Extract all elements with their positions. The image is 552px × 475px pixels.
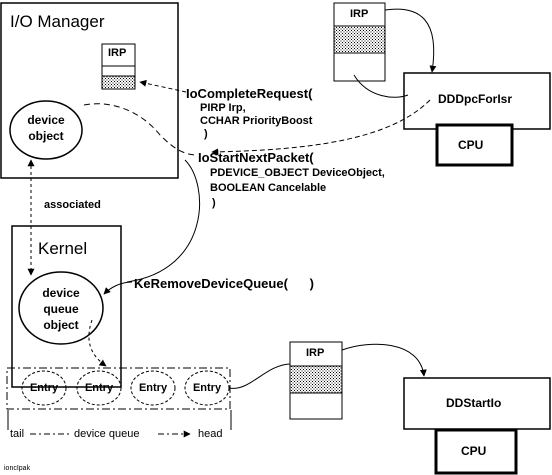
kernel-box (11, 225, 122, 388)
associated-label: associated (44, 199, 101, 211)
bottom-irp (289, 341, 343, 420)
complete-to-iomgr-arrow (139, 79, 187, 93)
kernel-title: Kernel (38, 239, 88, 258)
startnext-to-keremove-curve (126, 159, 201, 283)
queue-entry-1: Entry (29, 382, 59, 394)
device-object-to-startnext (83, 103, 199, 156)
dpc-cpu-box (435, 123, 514, 167)
irp-to-startio-arrow (341, 343, 427, 377)
footer-code: ioncIpak (4, 465, 31, 472)
top-irp-label: IRP (350, 8, 369, 20)
io-complete-request-arg2: CCHAR PriorityBoost (200, 115, 313, 127)
irp-to-dpc-arrow (384, 8, 437, 73)
io-start-next-packet-arg2: BOOLEAN Cancelable (210, 182, 327, 194)
queue-entry-3: Entry (138, 382, 168, 394)
keremove-to-queue-object-arrow (103, 281, 133, 295)
tail-label: tail (10, 428, 25, 440)
io-complete-request-close: ) (204, 128, 208, 140)
io-start-next-packet-close: ) (212, 197, 216, 209)
queue-object-to-entry-arrow (88, 319, 107, 367)
ke-remove-device-queue-label: KeRemoveDeviceQueue( ) (134, 276, 314, 291)
io-start-next-packet-name: IoStartNextPacket( (198, 150, 314, 165)
dpc-to-startnext-curve (211, 99, 431, 156)
device-object-label-1: device (27, 113, 65, 127)
io-manager-title: I/O Manager (10, 12, 105, 31)
io-manager-irp-label: IRP (108, 47, 127, 59)
device-queue-object-label-1: device (42, 286, 80, 300)
io-start-next-packet-arg1: PDEVICE_OBJECT DeviceObject, (210, 167, 385, 179)
queue-entry-2: Entry (84, 382, 114, 394)
io-manager-irp (101, 43, 136, 90)
start-io-cpu-label: CPU (461, 444, 487, 458)
io-complete-request-name: IoCompleteRequest( (186, 86, 313, 101)
device-queue-label: device queue (74, 428, 140, 440)
bottom-irp-label: IRP (306, 347, 325, 359)
start-io-box (403, 377, 551, 430)
device-object-ellipse (9, 100, 83, 160)
top-irp (333, 2, 386, 82)
device-queue-object-ellipse (18, 271, 104, 345)
dpc-cpu-label: CPU (458, 138, 484, 152)
device-queue-object-label-3: object (43, 318, 79, 332)
io-complete-request-arg1: PIRP Irp, (200, 102, 246, 114)
device-queue-object-label-2: queue (43, 302, 79, 316)
device-object-label-2: object (28, 129, 64, 143)
dpc-to-complete-curve (353, 74, 409, 98)
start-io-routine-label: DDStartIo (446, 396, 502, 410)
entry-to-irp-curve (228, 363, 291, 389)
queue-entry-4: Entry (192, 382, 222, 394)
start-io-cpu-box (434, 428, 518, 475)
dpc-routine-label: DDDpcForIsr (438, 92, 513, 106)
head-label: head (198, 428, 223, 440)
